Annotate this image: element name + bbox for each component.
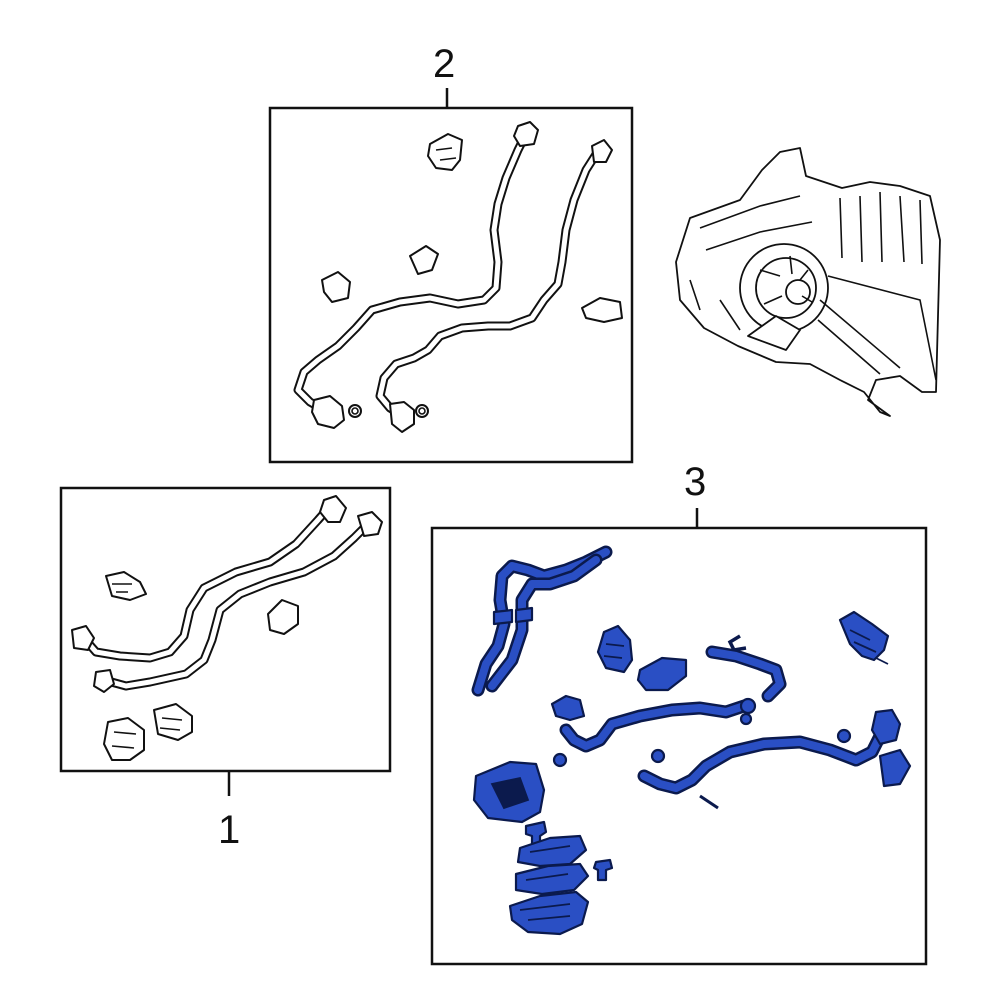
callout-1: 1: [218, 808, 241, 852]
part-3-clip-a[interactable]: [636, 656, 688, 692]
part-3-housing-stack[interactable]: [508, 834, 590, 936]
part-3-hose-upper-left[interactable]: [471, 545, 613, 697]
part-1-pipe-b[interactable]: [99, 517, 375, 691]
part-3-bolt-b[interactable]: [592, 858, 614, 882]
part-3-bracket-a[interactable]: [596, 624, 634, 674]
hvac-unit-illustration: [675, 147, 941, 417]
part-3-boot[interactable]: [472, 760, 546, 824]
part-3-clip-ring: [727, 634, 747, 652]
part-3-hose-lower-right[interactable]: [637, 713, 891, 795]
part-2-box[interactable]: [268, 88, 634, 464]
part-1-pipe-a[interactable]: [77, 499, 337, 663]
part-2-pipe-b[interactable]: [375, 143, 605, 419]
callout-3: 3: [684, 460, 707, 504]
part-3-box[interactable]: [430, 508, 928, 966]
part-3-hose-middle[interactable]: [559, 699, 751, 753]
part-1-box[interactable]: [59, 486, 392, 796]
part-2-pipe-a[interactable]: [293, 125, 533, 415]
callout-2: 2: [433, 42, 456, 86]
part-3-hose-small[interactable]: [705, 645, 787, 703]
